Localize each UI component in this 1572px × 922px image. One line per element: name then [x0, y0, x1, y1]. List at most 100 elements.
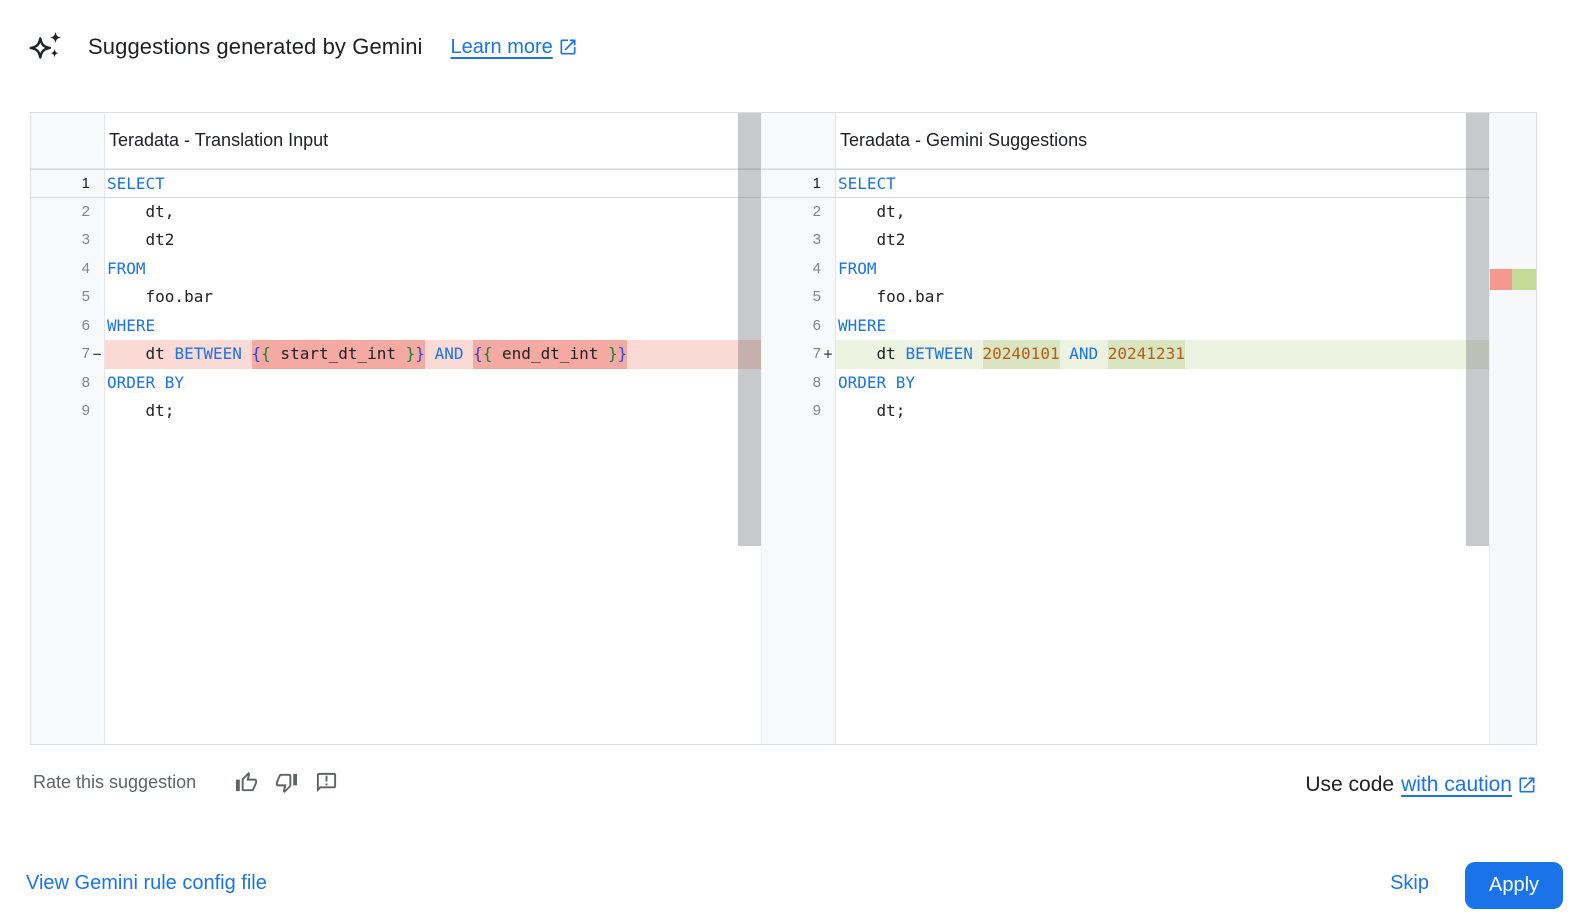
with-caution-link[interactable]: with caution [1401, 773, 1537, 797]
diff-marker-empty [821, 312, 835, 341]
line-number-value: 4 [81, 259, 90, 277]
code-token: SELECT [838, 174, 896, 193]
apply-button[interactable]: Apply [1465, 862, 1563, 909]
diff-marker: + [823, 345, 833, 363]
code-token: ORDER BY [107, 372, 185, 392]
line-number-value: 3 [81, 231, 90, 248]
use-code-text: Use code [1305, 773, 1395, 796]
line-number-value: 8 [812, 373, 821, 391]
code-text: SELECT [105, 170, 761, 197]
diff-marker-empty [821, 226, 835, 255]
line-number-value: 3 [812, 231, 821, 248]
code-text: SELECT [836, 170, 1536, 197]
panel-title: Teradata - Gemini Suggestions [762, 113, 1536, 169]
code-token: { [251, 340, 262, 369]
code-token: } [415, 340, 425, 369]
code-text: dt; [836, 397, 1536, 426]
scrollbar-thumb[interactable] [1466, 113, 1489, 546]
thumb-up-button[interactable] [234, 770, 258, 794]
code-token [973, 344, 983, 363]
code-token [463, 344, 473, 363]
diff-viewer: Teradata - Translation Input 1 SELECT 2 dt,… [30, 112, 1537, 745]
line-number-value: 7 [81, 345, 90, 362]
code-text: WHERE [836, 312, 1536, 341]
thumb-up-icon [235, 771, 257, 791]
diff-marker-empty [90, 255, 104, 284]
code-token: dt2 [838, 230, 906, 249]
code-token: AND [1069, 344, 1099, 363]
code-line: 5 foo.bar [31, 283, 761, 312]
code-token [1060, 344, 1070, 363]
code-token: FROM [107, 258, 146, 278]
panel-title: Teradata - Translation Input [31, 113, 761, 169]
code-token: dt2 [107, 230, 175, 249]
diff-marker-empty [821, 283, 835, 312]
line-number: 3 [31, 226, 105, 255]
code-line: 4 FROM [762, 254, 1536, 284]
line-number-value: 1 [81, 175, 90, 192]
diff-marker-empty [90, 226, 104, 255]
code-token [1098, 344, 1108, 363]
code-token: dt [838, 344, 906, 363]
code-token: dt [107, 344, 175, 363]
view-rule-config-link[interactable]: View Gemini rule config file [26, 872, 267, 894]
code-line: 7− dt BETWEEN {{ start_dt_int }} AND {{ … [31, 340, 761, 369]
line-number-value: 5 [81, 288, 90, 305]
diff-marker-empty [90, 397, 104, 426]
code-token [425, 344, 435, 363]
code-token: foo.bar [107, 287, 213, 306]
code-token: FROM [838, 258, 877, 278]
line-number: 7− [31, 340, 105, 369]
line-number-value: 8 [81, 373, 90, 391]
page-header: Suggestions generated by Gemini Learn mo… [26, 24, 578, 70]
feedback-button[interactable] [314, 770, 338, 794]
code-line: 8 ORDER BY [762, 368, 1536, 398]
line-number-value: 7 [812, 345, 821, 362]
page-title: Suggestions generated by Gemini [88, 34, 423, 59]
scrollbar-thumb[interactable] [738, 113, 761, 546]
code-line: 3 dt2 [762, 226, 1536, 255]
code-line: 9 dt; [31, 397, 761, 426]
line-number: 6 [762, 311, 836, 341]
code-line: 5 foo.bar [762, 283, 1536, 312]
code-token: 20240101 [982, 340, 1060, 369]
diff-marker-empty [821, 198, 835, 227]
code-line: 3 dt2 [31, 226, 761, 255]
learn-more-link[interactable]: Learn more [451, 36, 578, 59]
diff-marker-empty [821, 255, 835, 284]
line-number-value: 2 [81, 202, 90, 220]
code-text: ORDER BY [105, 369, 761, 398]
external-link-icon [560, 39, 576, 55]
line-number: 5 [762, 283, 836, 312]
code-token: BETWEEN [174, 344, 242, 363]
code-token: { [261, 340, 271, 369]
skip-button[interactable]: Skip [1390, 872, 1429, 894]
rate-label: Rate this suggestion [33, 771, 197, 792]
line-number: 4 [762, 254, 836, 284]
line-number-value: 6 [81, 316, 90, 334]
diff-marker-empty [821, 369, 835, 398]
line-number-value: 5 [812, 288, 821, 305]
code-token: { [473, 340, 483, 369]
line-number-value: 9 [812, 402, 821, 419]
line-number-value: 4 [812, 259, 821, 277]
code-token: 20241231 [1107, 340, 1185, 369]
code-text: ORDER BY [836, 369, 1536, 398]
diff-marker-empty [90, 369, 104, 398]
line-number: 5 [31, 283, 105, 312]
code-line: 1 SELECT [31, 169, 761, 198]
deletion-marker [1490, 269, 1512, 290]
code-text: dt, [836, 198, 1536, 227]
rating-bar: Rate this suggestion [33, 770, 346, 794]
diff-marker-empty [821, 397, 835, 426]
thumb-down-button[interactable] [274, 770, 298, 794]
code-token: end_dt_int [492, 340, 608, 369]
diff-marker-empty [90, 198, 104, 227]
line-number-value: 9 [81, 402, 90, 419]
feedback-icon [316, 772, 336, 792]
line-number: 7+ [762, 340, 836, 369]
line-number: 8 [31, 368, 105, 398]
